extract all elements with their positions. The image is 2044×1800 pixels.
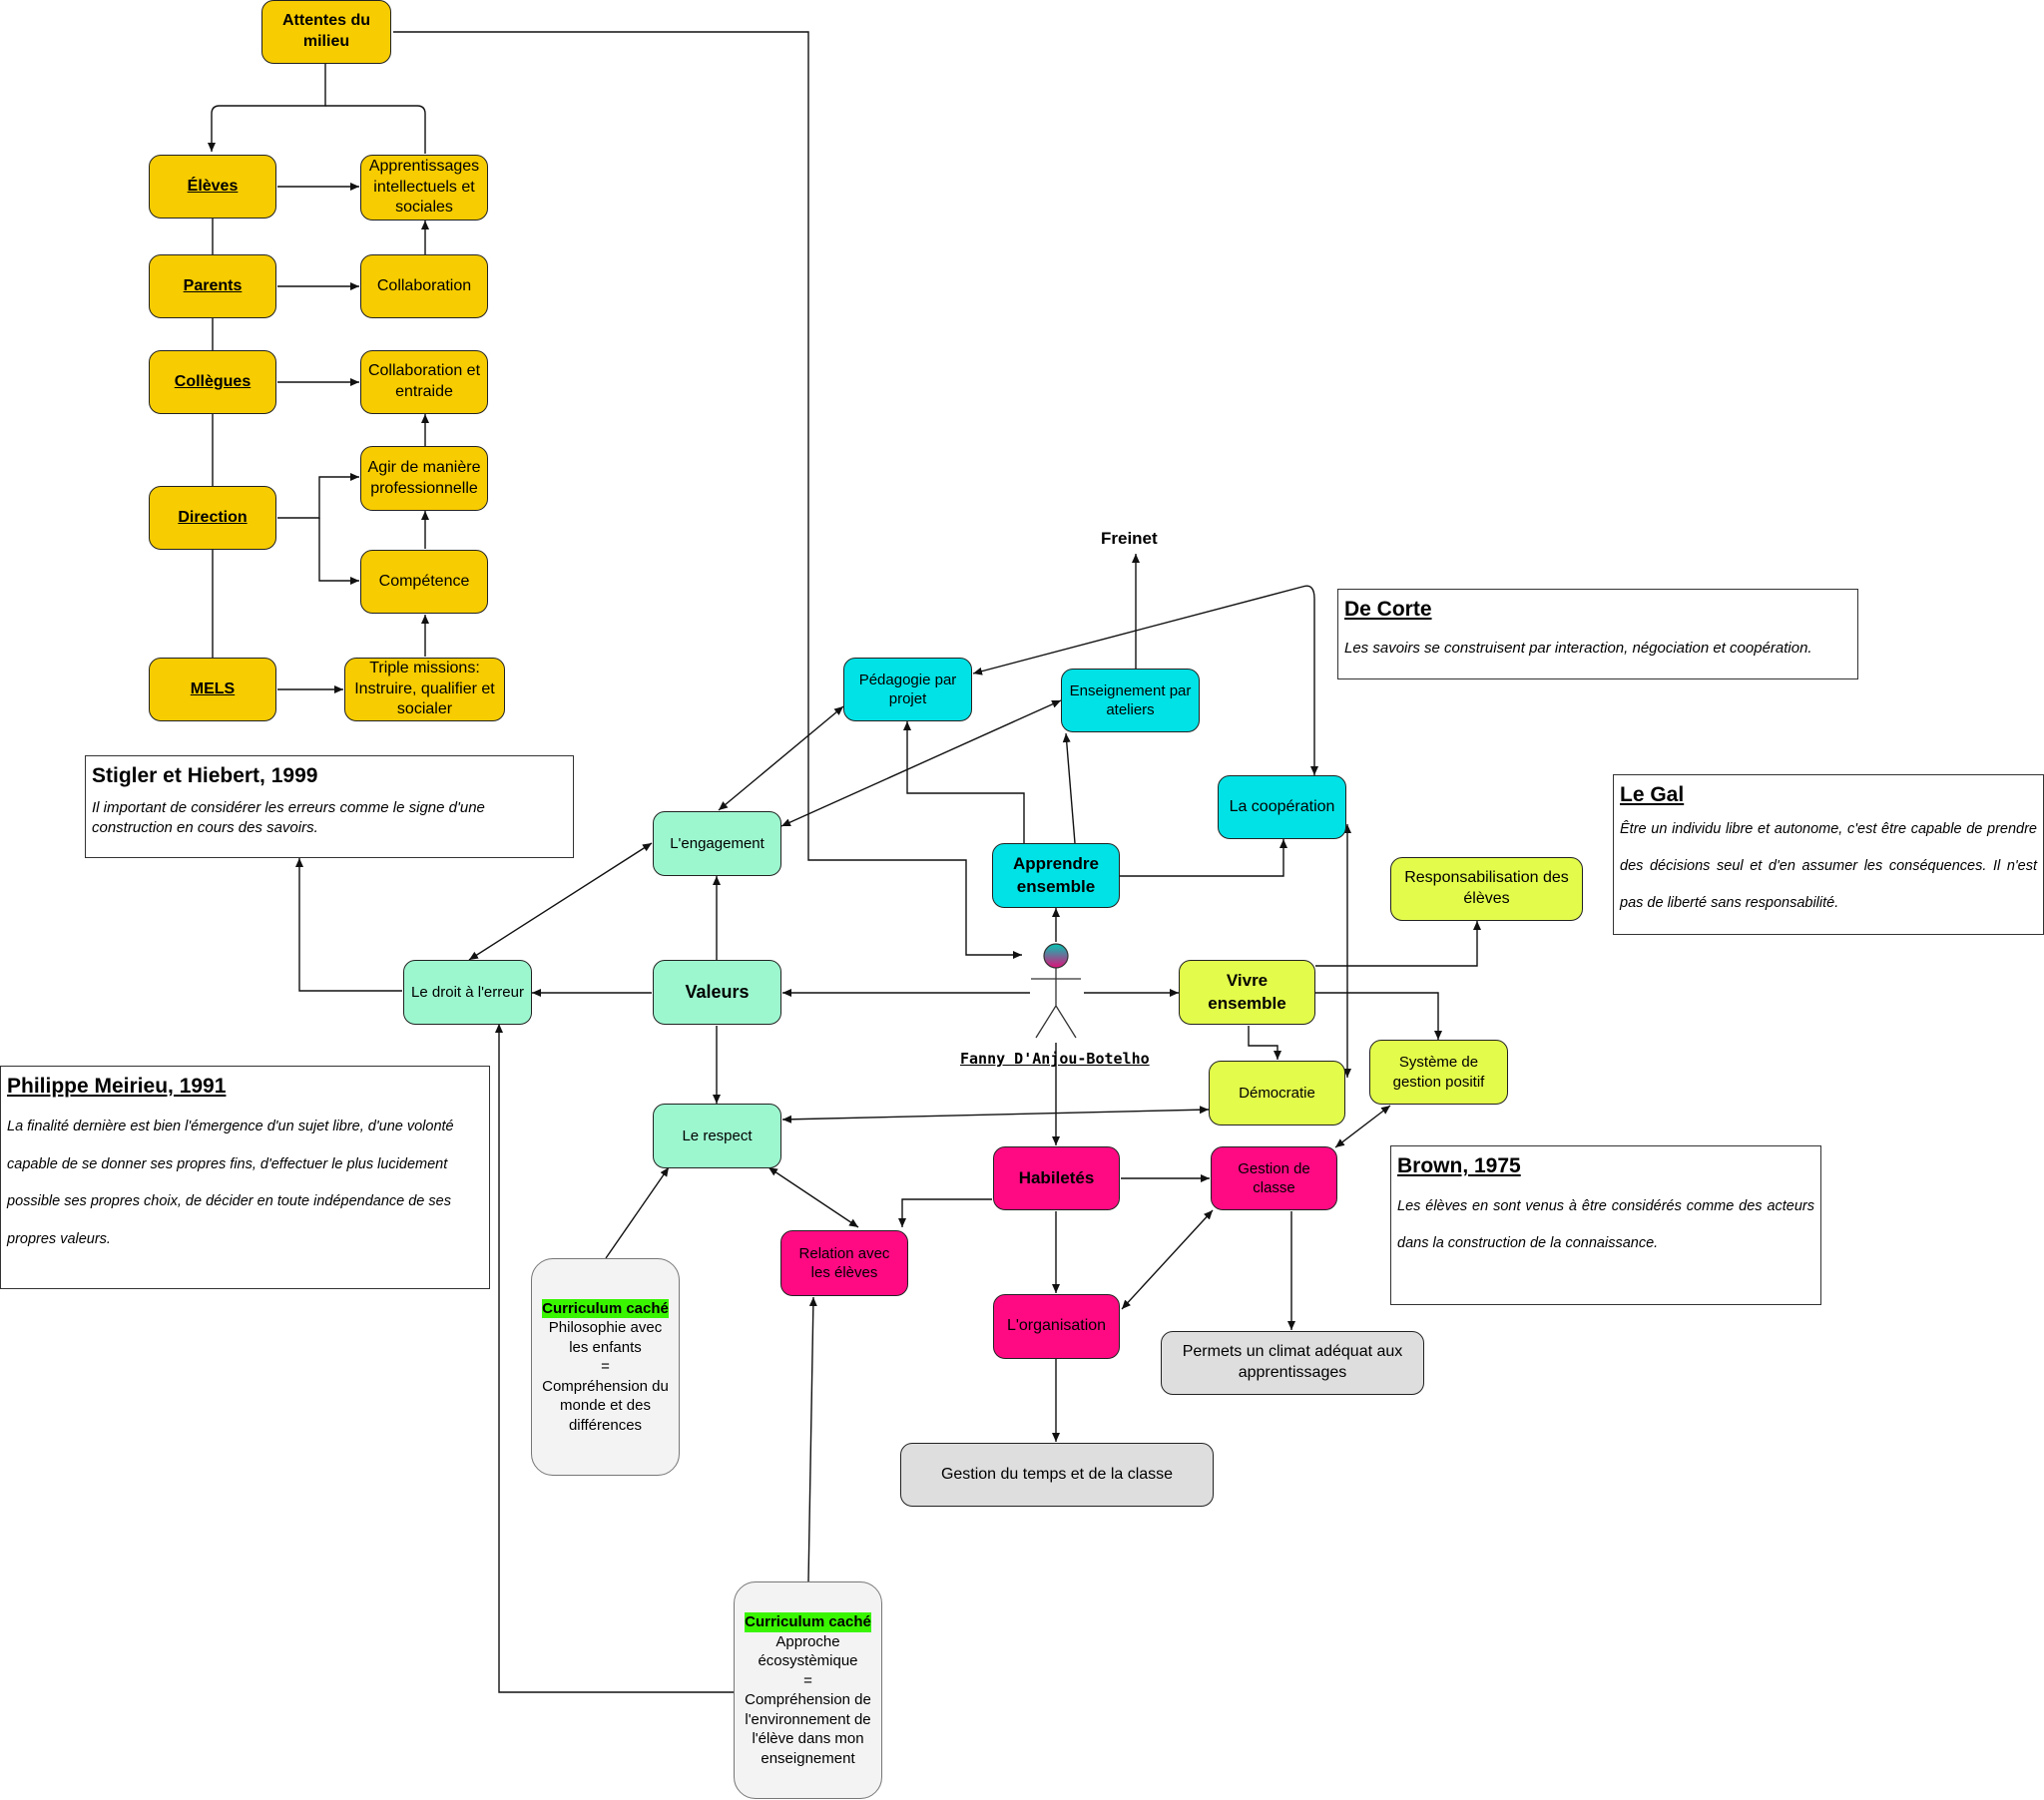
node-eleves[interactable]: Élèves (149, 155, 276, 219)
node-collegues[interactable]: Collègues (149, 350, 276, 414)
node-habiletes[interactable]: Habiletés (993, 1146, 1120, 1210)
note-body: Les savoirs se construisent par interact… (1344, 640, 1812, 657)
node-mels[interactable]: MELS (149, 658, 276, 721)
note-body: Les élèves en sont venus à être considér… (1397, 1198, 1814, 1251)
edge-habiletes-relation (898, 1198, 992, 1227)
node-cooperation[interactable]: La coopération (1218, 775, 1346, 839)
node-collaboration-entraide[interactable]: Collaboration et entraide (360, 350, 488, 414)
curriculum-cache-ecosystemique[interactable]: Curriculum caché Approche écosystèmique … (734, 1581, 882, 1799)
node-attentes-du-milieu[interactable]: Attentes du milieu (261, 0, 391, 64)
node-vivre-ensemble[interactable]: Vivre ensemble (1179, 960, 1315, 1025)
curriculum-line: Compréhension de l'environnement de l'él… (745, 1691, 871, 1767)
edge-apprendre-cooperation (1120, 839, 1287, 877)
node-pedagogie-par-projet[interactable]: Pédagogie par projet (843, 658, 972, 721)
edge-curriculum2-droit (495, 1024, 734, 1693)
label-freinet: Freinet (1101, 529, 1158, 548)
node-responsabilisation[interactable]: Responsabilisation des élèves (1390, 857, 1583, 921)
node-climat-adequat[interactable]: Permets un climat adéquat aux apprentiss… (1161, 1331, 1424, 1395)
edge-attentes-actor (393, 31, 1022, 959)
note-brown: Brown, 1975 Les élèves en sont venus à ê… (1390, 1145, 1821, 1305)
edge-engagement-droit (468, 842, 653, 961)
edge-gestion-organisation (1121, 1209, 1214, 1310)
curriculum-title: Curriculum caché (745, 1612, 871, 1632)
node-agir-professionnelle[interactable]: Agir de manière professionnelle (360, 446, 488, 511)
note-stigler-hiebert: Stigler et Hiebert, 1999 Il important de… (85, 755, 574, 858)
curriculum-cache-philosophie[interactable]: Curriculum caché Philosophie avec les en… (531, 1258, 680, 1476)
edge-vivre-democratie (1248, 1026, 1281, 1060)
node-apprendre-ensemble[interactable]: Apprendre ensemble (992, 843, 1120, 908)
node-competence[interactable]: Compétence (360, 550, 488, 614)
note-title: Stigler et Hiebert, 1999 (92, 764, 318, 787)
node-apprentissages[interactable]: Apprentissages intellectuels et sociales (360, 155, 488, 221)
edge-engagement-pedagogie (718, 705, 844, 811)
edge-respect-relation (767, 1166, 859, 1228)
node-valeurs[interactable]: Valeurs (653, 960, 781, 1025)
curriculum-line: = (803, 1671, 812, 1689)
node-gestion-temps[interactable]: Gestion du temps et de la classe (900, 1443, 1214, 1507)
edge-direction-competence (318, 518, 359, 585)
edge-apprendre-pedagogie (903, 721, 1025, 843)
edge-curriculum2-relation (807, 1296, 817, 1582)
edge-droit-stigler (295, 858, 402, 992)
node-democratie[interactable]: Démocratie (1209, 1061, 1345, 1125)
stick-figure-icon (1031, 943, 1081, 1039)
curriculum-line: = (601, 1358, 610, 1376)
node-enseignement-ateliers[interactable]: Enseignement par ateliers (1061, 669, 1200, 732)
edge-attentes-eleves (208, 64, 326, 152)
curriculum-title: Curriculum caché (542, 1298, 669, 1319)
edge-apprendre-ateliers (1062, 732, 1076, 844)
curriculum-line: Approche écosystèmique (758, 1632, 858, 1670)
node-direction[interactable]: Direction (149, 486, 276, 550)
note-body: Être un individu libre et autonome, c'es… (1620, 821, 2037, 911)
note-meirieu: Philippe Meirieu, 1991 La finalité derni… (0, 1066, 490, 1289)
edge-curriculum1-respect (605, 1166, 670, 1259)
edge-respect-democratie (781, 1106, 1210, 1124)
node-engagement[interactable]: L'engagement (653, 811, 781, 876)
edge-direction-agir (277, 473, 359, 519)
node-respect[interactable]: Le respect (653, 1104, 781, 1168)
node-organisation[interactable]: L'organisation (993, 1294, 1120, 1359)
node-collaboration[interactable]: Collaboration (360, 254, 488, 318)
note-title: De Corte (1344, 598, 1432, 621)
note-body: Il important de considérer les erreurs c… (92, 799, 485, 837)
node-systeme-gestion[interactable]: Système de gestion positif (1369, 1040, 1508, 1105)
curriculum-line: Philosophie avec les enfants (548, 1319, 663, 1356)
note-de-corte: De Corte Les savoirs se construisent par… (1337, 589, 1858, 679)
note-title: Le Gal (1620, 783, 1685, 806)
edge-attentes-apprentissages (325, 105, 426, 154)
actor-name: Fanny D'Anjou-Botelho (960, 1050, 1150, 1068)
node-gestion-de-classe[interactable]: Gestion de classe (1211, 1146, 1337, 1210)
node-triple-missions[interactable]: Triple missions: Instruire, qualifier et… (344, 658, 505, 721)
edge-pedagogie-cooperation (972, 585, 1318, 775)
node-droit-erreur[interactable]: Le droit à l'erreur (403, 960, 532, 1025)
note-title: Philippe Meirieu, 1991 (7, 1075, 227, 1098)
edge-systeme-gestion (1334, 1105, 1391, 1148)
node-relation-eleves[interactable]: Relation avec les élèves (780, 1230, 908, 1296)
edge-vivre-systeme (1315, 992, 1442, 1040)
note-le-gal: Le Gal Être un individu libre et autonom… (1613, 774, 2044, 935)
curriculum-line: Compréhension du monde et des différence… (542, 1377, 669, 1434)
node-parents[interactable]: Parents (149, 254, 276, 318)
edge-vivre-responsabilisation (1315, 921, 1481, 967)
note-body: La finalité dernière est bien l'émergenc… (7, 1119, 454, 1248)
note-title: Brown, 1975 (1397, 1154, 1521, 1177)
